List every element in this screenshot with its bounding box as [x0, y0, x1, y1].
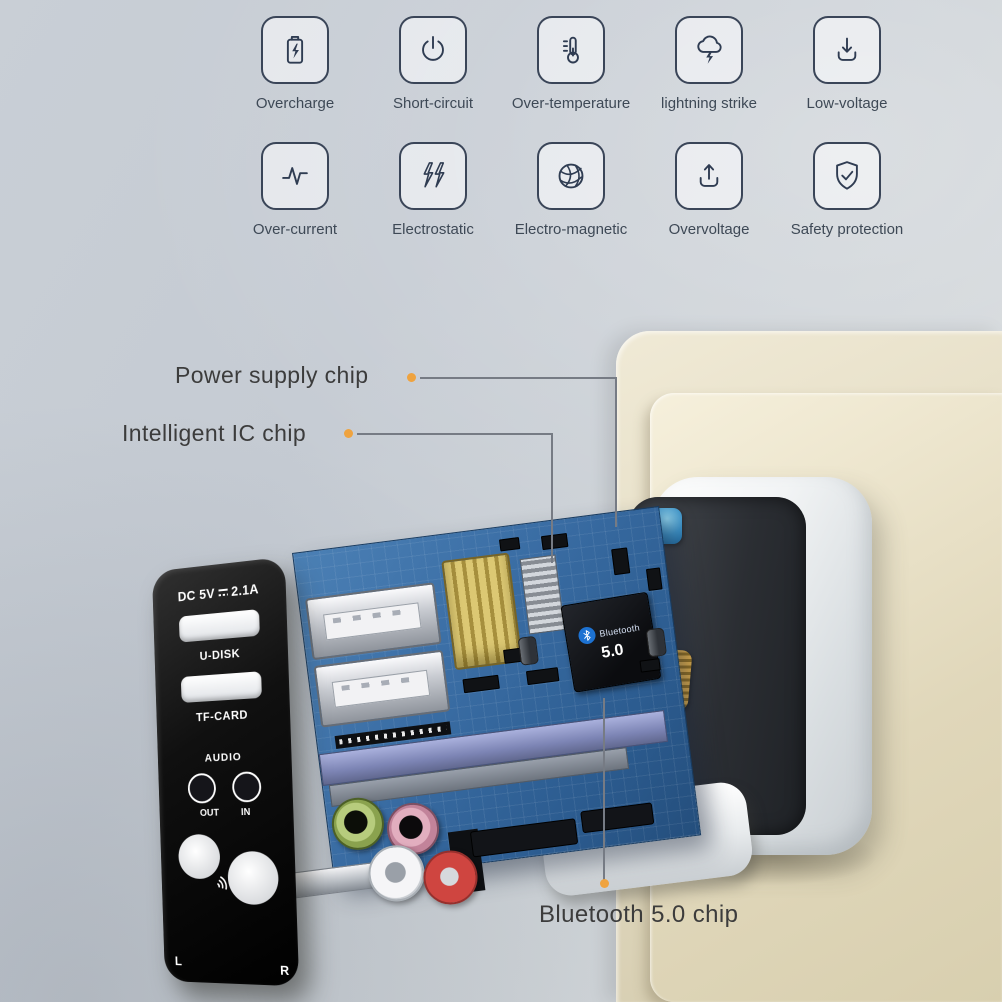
smd-component	[498, 537, 521, 552]
capacitor	[645, 627, 668, 658]
smd-component	[525, 667, 560, 686]
callout-dot	[407, 373, 416, 382]
power-supply-chip	[519, 554, 565, 635]
protection-feature-grid: Overcharge Short-circuit Over-temperatur…	[226, 16, 916, 238]
smd-component	[645, 567, 663, 591]
smd-component	[639, 658, 661, 673]
feature-electro-magnetic: Electro-magnetic	[502, 142, 640, 238]
tfcard-label: TF-CARD	[195, 707, 249, 725]
feature-label: Overcharge	[255, 95, 335, 112]
usb-slot	[178, 609, 260, 643]
bluetooth-chip-version: 5.0	[600, 641, 625, 662]
feature-label: Low-voltage	[806, 95, 888, 112]
audio-hole-labels: OUT IN	[200, 807, 251, 819]
thermometer-icon	[537, 16, 605, 84]
sphere-mesh-icon	[537, 142, 605, 210]
rating-dc: DC 5V	[177, 586, 215, 605]
feature-label: Over-current	[252, 221, 338, 238]
connector-block	[469, 818, 579, 858]
left-label: L	[174, 953, 183, 969]
callout-line	[615, 377, 617, 527]
callout-intelligent-ic-chip: Intelligent IC chip	[122, 420, 307, 446]
rca-holes: L R	[160, 823, 299, 986]
feature-label: Safety protection	[790, 221, 904, 238]
rating-current: 2.1A	[230, 581, 260, 599]
audio-out-label: OUT	[199, 807, 220, 819]
faceplate-rating: DC 5V 2.1A	[178, 581, 259, 604]
bluetooth-chip-brand: Bluetooth	[598, 621, 641, 639]
callout-power-supply-chip: Power supply chip	[175, 362, 369, 388]
usb-tongue	[331, 669, 431, 708]
connector-block	[580, 802, 655, 834]
usb-tongue	[323, 602, 422, 641]
callout-dot	[344, 429, 353, 438]
bluetooth-chip-brand-row: Bluetooth	[577, 618, 641, 646]
audio-in-label: IN	[240, 807, 251, 819]
smd-component	[540, 532, 569, 551]
feature-lightning-strike: lightning strike	[640, 16, 778, 112]
feature-short-circuit: Short-circuit	[364, 16, 502, 112]
bluetooth-chip: Bluetooth 5.0	[560, 591, 662, 693]
feature-low-voltage: Low-voltage	[778, 16, 916, 112]
callout-line	[551, 433, 553, 563]
feature-label: Over-temperature	[511, 95, 631, 112]
shield-check-icon	[813, 142, 881, 210]
audio-out-hole	[187, 772, 217, 804]
feature-safety-protection: Safety protection	[778, 142, 916, 238]
battery-bolt-icon	[261, 16, 329, 84]
right-channel-hole	[227, 851, 280, 905]
smd-component	[611, 547, 631, 576]
feature-label: Electrostatic	[392, 221, 474, 238]
bluetooth-logo-icon	[577, 625, 597, 646]
audio-jack-holes	[187, 771, 262, 804]
pcb-board: Bluetooth 5.0	[255, 505, 702, 908]
callout-line	[357, 433, 553, 435]
faceplate: DC 5V 2.1A U-DISK TF-CARD AUDIO OUT IN L…	[151, 556, 300, 987]
arrow-up-tray-icon	[675, 142, 743, 210]
pulse-icon	[261, 142, 329, 210]
feature-electrostatic: Electrostatic	[364, 142, 502, 238]
feature-label: Short-circuit	[392, 95, 474, 112]
left-channel-hole	[177, 834, 221, 879]
audio-in-hole	[231, 771, 262, 803]
cloud-bolt-icon	[675, 16, 743, 84]
usb-port	[313, 649, 451, 728]
callout-line	[603, 698, 605, 884]
callout-line	[420, 377, 617, 379]
usb-slot	[180, 671, 262, 703]
feature-label: Overvoltage	[668, 221, 750, 238]
feature-label: lightning strike	[661, 95, 757, 112]
right-label: R	[279, 962, 290, 979]
callout-dot	[600, 879, 609, 888]
dc-symbol-icon	[218, 589, 228, 596]
audio-label: AUDIO	[204, 751, 242, 765]
arrow-down-tray-icon	[813, 16, 881, 84]
feature-label: Electro-magnetic	[514, 221, 628, 238]
feature-over-temperature: Over-temperature	[502, 16, 640, 112]
power-icon	[399, 16, 467, 84]
feature-overvoltage: Overvoltage	[640, 142, 778, 238]
smd-component	[462, 674, 500, 694]
callout-bluetooth-chip: Bluetooth 5.0 chip	[539, 901, 739, 928]
capacitor	[517, 635, 540, 666]
feature-over-current: Over-current	[226, 142, 364, 238]
udisk-label: U-DISK	[199, 646, 241, 664]
usb-port	[304, 582, 442, 661]
feature-overcharge: Overcharge	[226, 16, 364, 112]
double-bolt-icon	[399, 142, 467, 210]
